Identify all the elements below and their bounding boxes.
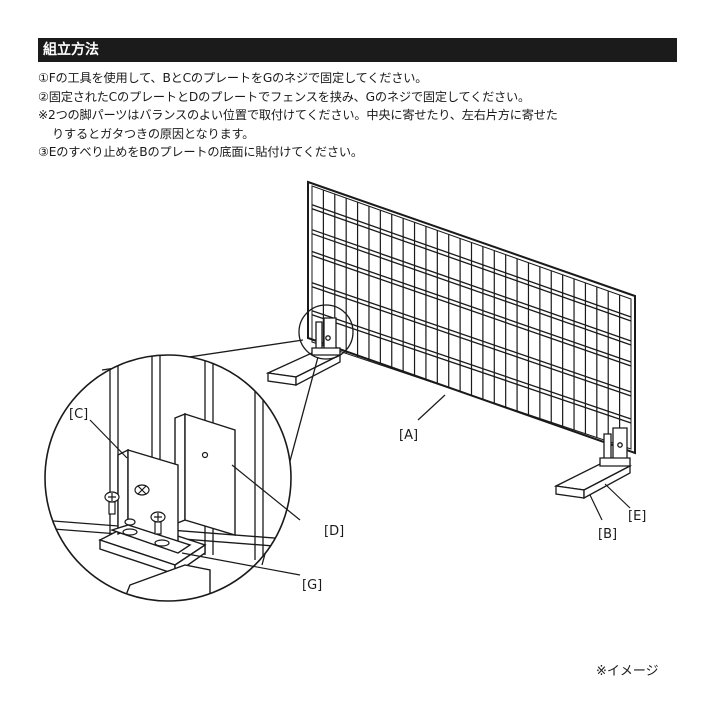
detail-focus-circle bbox=[298, 304, 354, 360]
fence-vertical-wires bbox=[322, 190, 621, 446]
instruction-step-3: ③Eのすべり止めをBのプレートの底面に貼付けてください。 bbox=[38, 145, 363, 159]
label-e: [E] bbox=[628, 509, 646, 524]
label-a: [A] bbox=[399, 428, 418, 443]
instruction-step-2: ②固定されたCのプレートとDのプレートでフェンスを挟み、Gのネジで固定してくださ… bbox=[38, 89, 531, 104]
label-b: [B] bbox=[598, 527, 617, 542]
label-c: [C] bbox=[69, 407, 88, 422]
right-foot bbox=[553, 427, 633, 500]
label-d: [D] bbox=[324, 524, 344, 539]
instruction-step-1: ①Fの工具を使用して、BとCのプレートをGのネジで固定してください。 bbox=[38, 71, 428, 85]
leader-lines bbox=[89, 394, 631, 576]
section-title: 組立方法 bbox=[38, 38, 677, 62]
instructions: ①Fの工具を使用して、BとCのプレートをGのネジで固定してください。 ②固定され… bbox=[38, 69, 688, 162]
image-note: ※イメージ bbox=[596, 664, 659, 679]
fence-panel bbox=[307, 180, 636, 455]
label-g: [G] bbox=[302, 578, 322, 593]
detail-zoom bbox=[45, 355, 291, 601]
instruction-caution-cont: りするとガタつきの原因となります。 bbox=[52, 126, 255, 141]
left-foot bbox=[265, 317, 343, 387]
instruction-caution: ※2つの脚パーツはバランスのよい位置で取付けてください。中央に寄せたり、左右片方… bbox=[38, 108, 558, 122]
